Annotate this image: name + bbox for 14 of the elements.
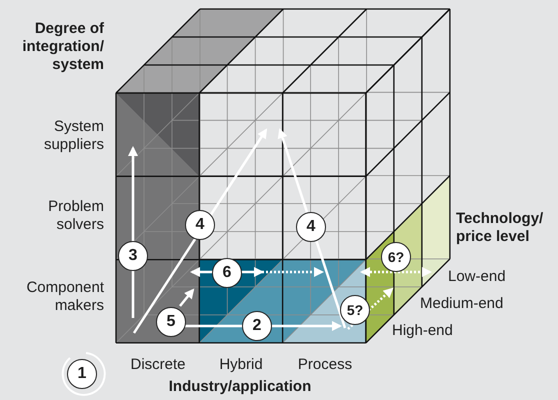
axis-title: Technology/ price level [456, 210, 544, 246]
callout-number: 1 [67, 359, 97, 389]
depth-label: Low-end [448, 268, 507, 286]
row-label: Problem solvers [47, 198, 104, 234]
column-label: Hybrid [218, 356, 264, 374]
column-label: Discrete [129, 356, 186, 374]
row-label: Component makers [25, 279, 104, 315]
axis-title: Industry/application [168, 378, 312, 396]
row-label: System suppliers [42, 118, 104, 154]
depth-label: Medium-end [420, 295, 504, 313]
callout-number: 4 [296, 212, 326, 242]
column-label: Process [296, 356, 354, 374]
axis-title: Degree of integration/ system [21, 20, 104, 74]
depth-label: High-end [392, 322, 454, 340]
